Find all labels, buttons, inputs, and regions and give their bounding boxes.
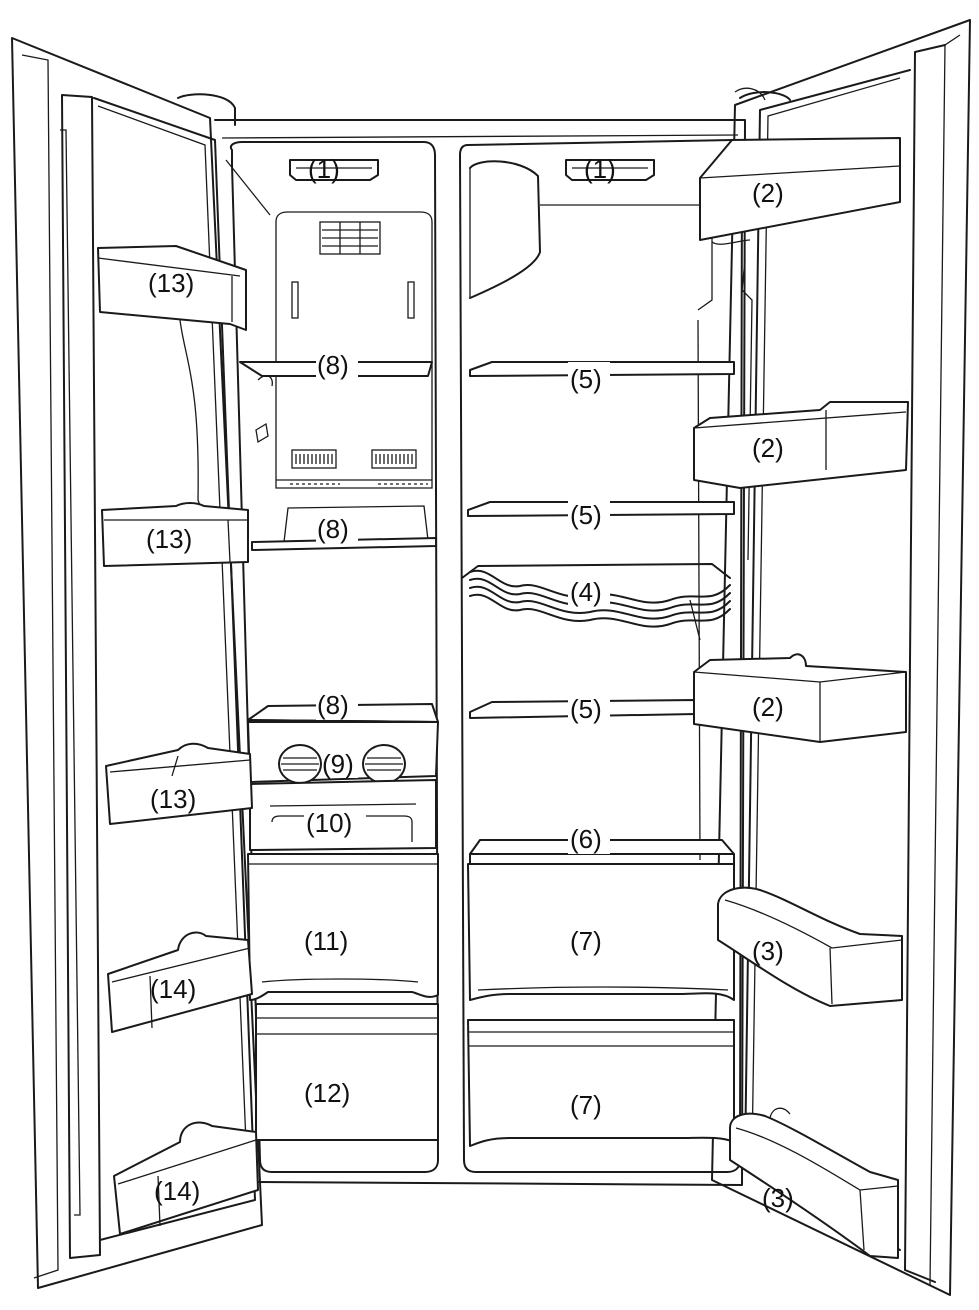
label-8-freezer-shelf-1: (8)	[317, 350, 349, 380]
label-13-door-bin-lower: (13)	[150, 784, 196, 814]
label-13-door-bin-middle: (13)	[146, 524, 192, 554]
label-9-ice-maker: (9)	[322, 749, 354, 779]
door-bin-right-4	[718, 888, 902, 1006]
label-2-door-bin-middle: (2)	[752, 433, 784, 463]
door-bin-right-1	[700, 138, 900, 244]
label-13-door-bin-top: (13)	[148, 268, 194, 298]
label-14-door-bin-upper: (14)	[150, 974, 196, 1004]
label-11-freezer-drawer-upper: (11)	[304, 926, 348, 956]
label-5-shelf-3: (5)	[570, 694, 602, 724]
label-12-freezer-drawer-lower: (12)	[304, 1078, 350, 1108]
label-1-fridge-light: (1)	[584, 154, 616, 184]
door-bin-right-3	[694, 654, 906, 742]
label-5-shelf-2: (5)	[570, 500, 602, 530]
door-bin-right-2	[694, 402, 908, 488]
label-2-door-bin-top: (2)	[752, 178, 784, 208]
label-8-freezer-shelf-2: (8)	[317, 514, 349, 544]
label-8-freezer-shelf-3: (8)	[317, 690, 349, 720]
label-3-door-bin-bottom: (3)	[762, 1183, 794, 1213]
label-3-door-bin-upper: (3)	[752, 936, 784, 966]
label-10-ice-bin: (10)	[306, 808, 352, 838]
label-4-wine-rack: (4)	[570, 577, 602, 607]
door-bin-right-5	[730, 1108, 898, 1258]
crisper-drawer-lower	[468, 1020, 734, 1146]
freezer-drawer-lower	[256, 1004, 438, 1140]
label-2-door-bin-lower: (2)	[752, 692, 784, 722]
label-7-crisper-lower: (7)	[570, 1090, 602, 1120]
label-5-shelf-1: (5)	[570, 364, 602, 394]
label-1-freezer-light: (1)	[308, 154, 340, 184]
label-6-crisper-cover: (6)	[570, 824, 602, 854]
left-door	[12, 38, 262, 1288]
label-7-crisper-upper: (7)	[570, 926, 602, 956]
label-14-door-bin-bottom: (14)	[154, 1176, 200, 1206]
